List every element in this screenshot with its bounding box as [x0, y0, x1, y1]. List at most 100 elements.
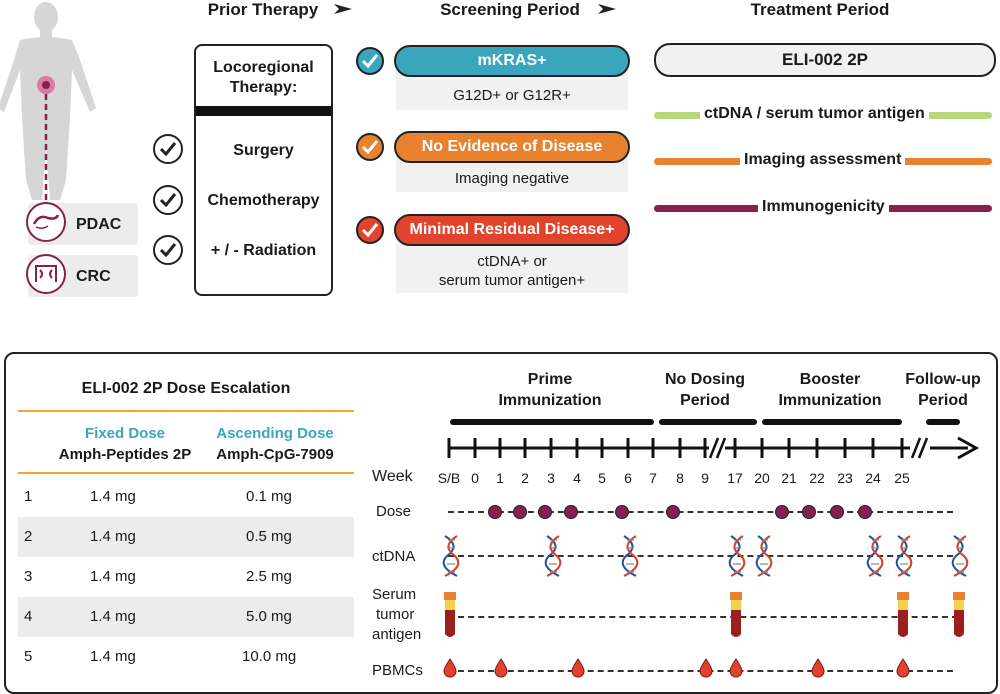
fixed-dose-heading: Fixed Dose [84, 425, 166, 442]
blood-tube-icon [897, 592, 909, 637]
blood-tube-icon [730, 592, 742, 637]
week-label: 17 [727, 470, 743, 486]
week-label: 2 [521, 470, 529, 486]
week-timeline-axis [447, 436, 980, 460]
phase-booster-line2: Immunization [778, 392, 882, 409]
phase-booster-line1: Booster [799, 371, 861, 388]
dose-marker [830, 505, 844, 519]
dose-marker [666, 505, 680, 519]
blood-tube-icon [444, 592, 456, 637]
table-row: 2 1.4 mg 0.5 mg [18, 517, 354, 557]
table-row: 1 1.4 mg 0.1 mg [18, 477, 354, 517]
table-header-rule [18, 472, 354, 474]
ctdna-line-label: ctDNA / serum tumor antigen [700, 105, 929, 123]
phase-bar-followup [926, 419, 960, 425]
mkras-pill: mKRAS+ [394, 45, 630, 77]
week-label: 23 [837, 470, 853, 486]
blood-drop-icon [443, 658, 457, 678]
week-label: 3 [547, 470, 555, 486]
week-label: 21 [781, 470, 797, 486]
phase-nodosing-line2: Period [680, 392, 730, 409]
colon-icon [26, 254, 66, 294]
dose-marker [538, 505, 552, 519]
table-row: 5 1.4 mg 10.0 mg [18, 637, 354, 677]
mrd-pill: Minimal Residual Disease+ [394, 214, 630, 246]
fixed-dose-subheading: Amph-Peptides 2P [58, 446, 192, 463]
arrow-right-icon [334, 4, 352, 14]
dose-marker [513, 505, 527, 519]
mkras-sub: G12D+ or G12R+ [453, 87, 571, 104]
ascending-dose-heading: Ascending Dose [216, 425, 334, 442]
dose-marker [775, 505, 789, 519]
week-row-label: Week [372, 468, 413, 485]
immunogenicity-line-label: Immunogenicity [758, 198, 889, 216]
week-label: 20 [754, 470, 770, 486]
blood-drop-icon [896, 658, 910, 678]
check-circle-icon [153, 134, 183, 164]
check-circle-icon [356, 47, 384, 75]
week-label: 4 [573, 470, 581, 486]
dna-helix-icon [755, 535, 773, 577]
dna-helix-icon [895, 535, 913, 577]
arrow-right-icon [598, 4, 616, 14]
bottom-panel [4, 352, 998, 694]
prior-therapy-header: Prior Therapy [207, 0, 319, 19]
serum-row-label-1: Serum [372, 586, 417, 603]
week-label: 1 [496, 470, 504, 486]
ascending-dose-subheading: Amph-CpG-7909 [216, 446, 334, 463]
ned-pill: No Evidence of Disease [394, 131, 630, 163]
phase-nodosing-line1: No Dosing [665, 371, 745, 388]
week-label: 8 [676, 470, 684, 486]
phase-followup-line2: Period [918, 392, 968, 409]
phase-followup-line1: Follow-up [905, 371, 981, 388]
screening-period-header: Screening Period [440, 0, 580, 19]
blood-tube-icon [953, 592, 965, 637]
week-label: 7 [649, 470, 657, 486]
dna-helix-icon [621, 535, 639, 577]
locoregional-box: Locoregional Therapy: Surgery Chemothera… [194, 44, 333, 296]
table-top-rule [18, 410, 354, 412]
dose-marker [615, 505, 629, 519]
week-label: S/B [437, 470, 461, 486]
serum-row-line [448, 616, 958, 618]
pbmc-row-label: PBMCs [372, 662, 423, 679]
human-body-figure [0, 2, 96, 210]
dose-marker [802, 505, 816, 519]
ctdna-row-line [448, 555, 953, 557]
dose-row-line [448, 511, 953, 513]
week-label: 25 [894, 470, 910, 486]
pdac-label: PDAC [76, 216, 122, 233]
blood-drop-icon [699, 658, 713, 678]
table-row: 3 1.4 mg 2.5 mg [18, 557, 354, 597]
therapy-surgery: Surgery [233, 142, 294, 159]
check-circle-icon [356, 216, 384, 244]
locoregional-title: Locoregional Therapy: [213, 59, 314, 96]
dna-helix-icon [728, 535, 746, 577]
dose-marker [564, 505, 578, 519]
dna-helix-icon [866, 535, 884, 577]
blood-drop-icon [729, 658, 743, 678]
check-circle-icon [356, 133, 384, 161]
blood-drop-icon [494, 658, 508, 678]
therapy-radiation: + / - Radiation [210, 242, 317, 259]
week-label: 6 [624, 470, 632, 486]
dna-helix-icon [544, 535, 562, 577]
dose-marker [488, 505, 502, 519]
crc-label: CRC [76, 268, 111, 285]
mrd-sub-line2: serum tumor antigen+ [438, 272, 586, 289]
week-label: 9 [701, 470, 709, 486]
table-row: 4 1.4 mg 5.0 mg [18, 597, 354, 637]
check-circle-icon [153, 235, 183, 265]
blood-drop-icon [811, 658, 825, 678]
week-label: 5 [598, 470, 606, 486]
dna-helix-icon [951, 535, 969, 577]
check-circle-icon [153, 185, 183, 215]
phase-bar-booster [762, 419, 902, 425]
week-label: 22 [809, 470, 825, 486]
imaging-line-label: Imaging assessment [740, 151, 906, 169]
phase-prime-line1: Prime [527, 371, 573, 388]
pancreas-icon [26, 202, 66, 242]
week-label: 0 [471, 470, 479, 486]
serum-row-label-3: antigen [372, 626, 422, 643]
dose-table-title: ELI-002 2P Dose Escalation [81, 380, 291, 397]
